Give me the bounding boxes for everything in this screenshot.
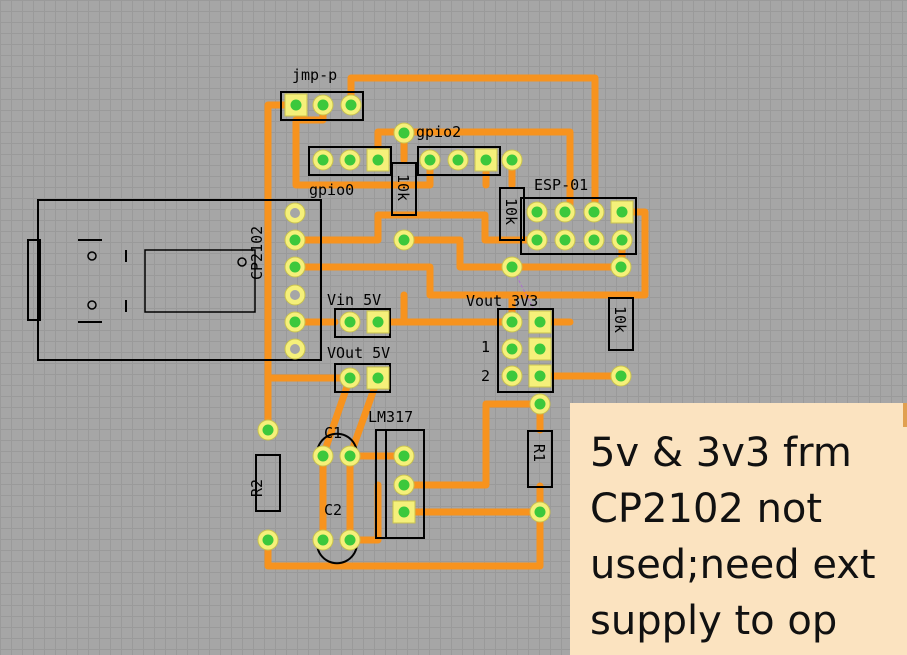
- cp2102-pad-6: [284, 338, 306, 360]
- res-a-pad-2: [393, 229, 415, 251]
- res-b-pad-2: [501, 256, 523, 278]
- c2-pad-2: [339, 529, 361, 551]
- gpio2-label: gpio2: [416, 123, 461, 141]
- r2-label: R2: [248, 479, 266, 497]
- pads: [257, 93, 634, 551]
- jmp-p-pad-3: [340, 94, 362, 116]
- res-b-pad-1: [501, 149, 523, 171]
- c2-pad-1: [312, 529, 334, 551]
- esp01-pad-2: [554, 201, 576, 223]
- r1-label: R1: [530, 444, 548, 462]
- gpio2-pad-2: [447, 149, 469, 171]
- note-line-4: supply to op: [590, 598, 838, 644]
- note-edge-marker: [903, 403, 907, 427]
- cp2102-label: CP2102: [248, 226, 266, 280]
- lm317-pad-3: [392, 500, 416, 524]
- resistor-10k-a-outline: [391, 162, 417, 216]
- lm317-label: LM317: [368, 408, 413, 426]
- esp01-pad-8: [611, 229, 633, 251]
- vout-3v3-pad-5: [501, 365, 523, 387]
- gpio2-outline: [417, 146, 501, 176]
- r1-pad-2: [529, 501, 551, 523]
- gpio0-pad-3: [366, 148, 390, 172]
- lm317-pad-1: [393, 445, 415, 467]
- esp01-pad-3: [583, 201, 605, 223]
- vout-3v3-label: Vout 3V3: [466, 292, 538, 310]
- r2-outline: [255, 454, 281, 512]
- gpio2-pad-3: [474, 148, 498, 172]
- cp2102-outline: [37, 199, 322, 361]
- cp2102-pad-3: [284, 256, 306, 278]
- resistor-10k-a-label: 10k: [394, 174, 412, 201]
- vout-5v-label: VOut 5V: [327, 344, 390, 362]
- vout-5v-outline: [334, 363, 391, 393]
- c1-pad-1: [312, 445, 334, 467]
- cp2102-pad-1: [284, 202, 306, 224]
- esp01-pad-5: [526, 229, 548, 251]
- c1-label: C1: [324, 424, 342, 442]
- vout-3v3-outline: [497, 308, 554, 393]
- esp01-pad-6: [554, 229, 576, 251]
- resistor-10k-b-label: 10k: [502, 198, 520, 225]
- vin-5v-pad-1: [339, 311, 361, 333]
- esp01-outline: [520, 197, 637, 255]
- resistor-10k-c-label: 10k: [611, 306, 629, 333]
- cp2102-pad-4: [284, 284, 306, 306]
- note-line-3: used;need ext: [590, 542, 876, 588]
- jmp-p-pad-1: [284, 93, 308, 117]
- vin-5v-label: Vin 5V: [327, 291, 381, 309]
- esp01-label: ESP-01: [534, 176, 588, 194]
- jmp-p-label: jmp-p: [292, 66, 337, 84]
- esp01-pad-7: [583, 229, 605, 251]
- vout-3v3-pad-3: [501, 338, 523, 360]
- vin-5v-pad-2: [366, 310, 390, 334]
- gpio2-pad-1: [419, 149, 441, 171]
- jmp-p-outline: [280, 91, 364, 121]
- c2-label: C2: [324, 501, 342, 519]
- r1-outline: [527, 430, 553, 488]
- vout-3v3-pad-4: [528, 337, 552, 361]
- silkscreen: [27, 91, 637, 565]
- cp2102-chip-outline: [144, 249, 256, 313]
- lm317-pad-2: [393, 474, 415, 496]
- cp2102-pad-2: [284, 229, 306, 251]
- res-a-pad-1: [393, 122, 415, 144]
- r1-pad-1: [529, 393, 551, 415]
- note-line-2: CP2102 not: [590, 486, 823, 532]
- usb-connector-outline: [27, 239, 41, 321]
- vout-5v-pad-2: [366, 366, 390, 390]
- vout-3v3-pad-1: [501, 311, 523, 333]
- jmp-p-pad-2: [312, 94, 334, 116]
- cp2102-pad-5: [284, 311, 306, 333]
- gpio0-pad-2: [339, 149, 361, 171]
- res-c-pad-1: [610, 256, 632, 278]
- resistor-10k-b-outline: [499, 187, 525, 241]
- vout-3v3-pad-2: [528, 310, 552, 334]
- vout-5v-pad-1: [339, 367, 361, 389]
- resistor-10k-c-outline: [608, 297, 634, 351]
- r2-pad-2: [257, 529, 279, 551]
- r2-pad-1: [257, 419, 279, 441]
- c1-pad-2: [339, 445, 361, 467]
- silkscreen-labels: jmp-p gpio2 gpio0 ESP-01 Vin 5V Vout 3V3…: [248, 66, 629, 519]
- esp01-pad-1: [526, 201, 548, 223]
- gpio0-pad-1: [312, 149, 334, 171]
- esp01-pad-4: [610, 200, 634, 224]
- pin-1-label: 1: [481, 338, 490, 356]
- vin-5v-outline: [334, 308, 391, 338]
- gpio0-label: gpio0: [309, 181, 354, 199]
- res-c-pad-2: [610, 365, 632, 387]
- pin-2-label: 2: [481, 367, 490, 385]
- vout-3v3-pad-6: [528, 364, 552, 388]
- note-line-1: 5v & 3v3 frm: [590, 430, 852, 476]
- lm317-outline: [375, 429, 425, 539]
- gpio0-outline: [308, 146, 392, 176]
- annotation-note: 5v & 3v3 frm CP2102 not used;need ext su…: [570, 403, 907, 655]
